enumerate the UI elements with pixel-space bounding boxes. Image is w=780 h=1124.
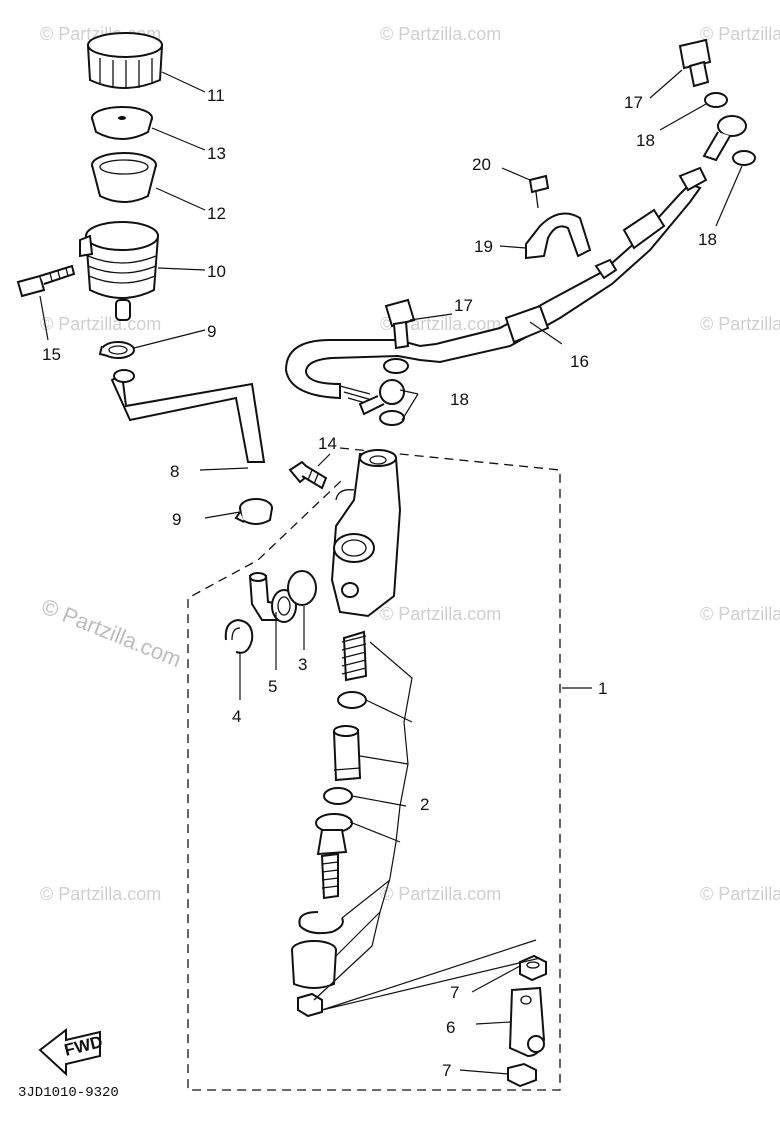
circlip-push-rod <box>298 911 344 935</box>
hose-clamp-19 <box>525 212 592 260</box>
brake-hose <box>284 115 747 407</box>
callout-18-upper: 18 <box>636 131 655 150</box>
bolt-15 <box>16 264 76 298</box>
watermark: © Partzilla.com <box>700 314 780 334</box>
callout-5: 5 <box>268 677 277 696</box>
callout-labels: 11 13 12 10 15 9 8 9 5 4 3 14 2 1 7 6 7 … <box>42 86 717 1080</box>
callout-7-lower: 7 <box>442 1061 451 1080</box>
watermark: © Partzilla.com <box>700 884 780 904</box>
dust-boot <box>291 940 337 989</box>
hose-clamp-upper <box>98 341 135 359</box>
callout-1: 1 <box>598 679 607 698</box>
callout-20: 20 <box>472 155 491 174</box>
watermark: © Partzilla.com <box>38 593 185 672</box>
reservoir-tank <box>79 221 159 321</box>
callout-13: 13 <box>207 144 226 163</box>
nut-rod <box>297 992 323 1018</box>
callout-9-upper: 9 <box>207 322 216 341</box>
callout-4: 4 <box>232 707 241 726</box>
watermark-layer: © Partzilla.com © Partzilla.com © Partzi… <box>38 24 780 904</box>
drawing-part-code: 3JD1010-9320 <box>18 1085 119 1101</box>
nut-7-upper <box>519 954 547 982</box>
piston <box>332 725 362 782</box>
callout-17-upper: 17 <box>624 93 643 112</box>
callout-18-lower: 18 <box>450 390 469 409</box>
screw-20 <box>528 174 550 209</box>
callout-14: 14 <box>318 434 337 453</box>
callout-6: 6 <box>446 1018 455 1037</box>
nut-7-lower <box>507 1062 537 1088</box>
callout-7-upper: 7 <box>450 983 459 1002</box>
watermark: © Partzilla.com <box>40 314 161 334</box>
push-rod <box>315 813 353 900</box>
bolt-14 <box>288 460 328 490</box>
diaphragm <box>91 152 157 203</box>
piston-cup-1 <box>337 691 367 709</box>
callout-9-lower: 9 <box>172 510 181 529</box>
callout-19: 19 <box>474 237 493 256</box>
reservoir-hose <box>110 369 266 463</box>
watermark: © Partzilla.com <box>40 884 161 904</box>
watermark: © Partzilla.com <box>700 24 780 44</box>
callout-16: 16 <box>570 352 589 371</box>
clevis-6 <box>508 986 546 1058</box>
callout-2: 2 <box>420 795 429 814</box>
washer-18-a <box>704 92 728 108</box>
callout-11: 11 <box>207 86 225 105</box>
callout-3: 3 <box>298 655 307 674</box>
callout-10: 10 <box>207 262 226 281</box>
callout-15: 15 <box>42 345 61 364</box>
master-cylinder-body <box>330 449 402 618</box>
watermark: © Partzilla.com <box>380 604 501 624</box>
piston-cup-2 <box>323 787 353 805</box>
reservoir-cap <box>86 32 164 89</box>
watermark: © Partzilla.com <box>380 24 501 44</box>
circlip-4 <box>224 618 254 654</box>
leader-lines <box>39 69 743 1075</box>
washer-18-d <box>379 410 405 426</box>
watermark: © Partzilla.com <box>380 884 501 904</box>
fwd-arrow: FWD <box>38 1027 105 1077</box>
piston-spring <box>341 630 368 682</box>
callout-18-right: 18 <box>698 230 717 249</box>
banjo-fitting <box>358 379 405 416</box>
watermark: © Partzilla.com <box>700 604 780 624</box>
callout-17-lower: 17 <box>454 296 473 315</box>
washer-18-c <box>383 358 409 374</box>
callout-12: 12 <box>207 204 226 223</box>
union-bolt-17-upper <box>678 38 712 88</box>
diaphragm-plate <box>91 106 153 140</box>
callout-8: 8 <box>170 462 179 481</box>
washer-18-b <box>732 150 756 166</box>
o-ring-3 <box>287 570 317 606</box>
hose-clamp-lower <box>234 498 273 525</box>
